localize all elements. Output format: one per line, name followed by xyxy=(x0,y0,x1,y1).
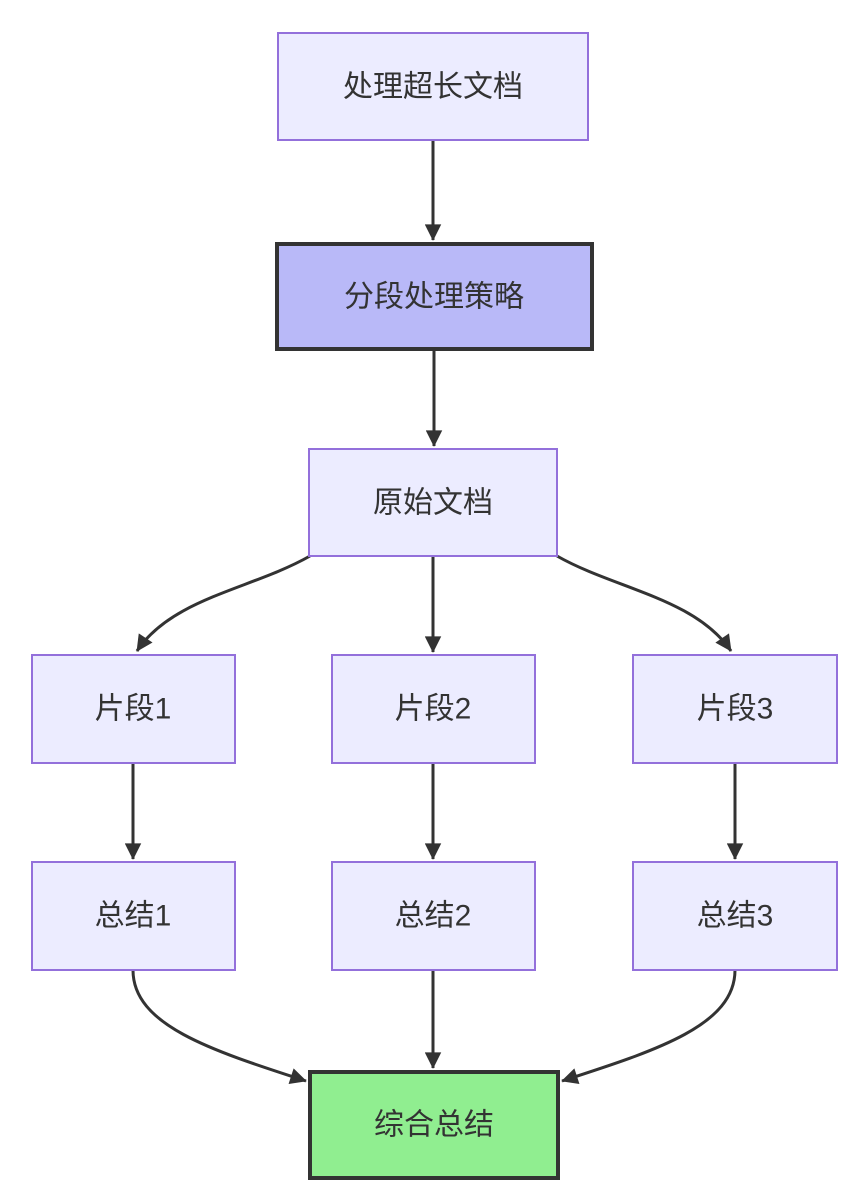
edge-original-to-fragment3 xyxy=(556,554,733,652)
node-summary-3-box xyxy=(632,861,838,971)
node-fragment-2-box xyxy=(331,654,536,764)
node-summary-1: 总结1 xyxy=(31,861,236,971)
node-fragment-3: 片段3 xyxy=(632,654,838,764)
node-combined-summary: 综合总结 xyxy=(308,1070,560,1180)
node-summary-2: 总结2 xyxy=(331,861,536,971)
node-summary-3-label: 总结3 xyxy=(697,900,774,933)
node-segmentation-strategy: 分段处理策略 xyxy=(275,242,594,351)
edge-layer xyxy=(124,140,744,1085)
node-fragment-2: 片段2 xyxy=(331,654,536,764)
node-fragment-1-label: 片段1 xyxy=(95,693,172,726)
node-summary-1-box xyxy=(31,861,236,971)
edge-original-to-fragment1 xyxy=(135,554,311,652)
node-combined-summary-label: 综合总结 xyxy=(374,1109,494,1142)
node-segmentation-strategy-label: 分段处理策略 xyxy=(344,281,524,314)
edge-summary1-to-final xyxy=(131,969,307,1085)
node-original-document-box xyxy=(308,448,558,557)
node-fragment-2-label: 片段2 xyxy=(395,693,472,726)
node-process-long-document-box xyxy=(277,32,589,141)
node-fragment-3-label: 片段3 xyxy=(697,693,774,726)
node-summary-2-label: 总结2 xyxy=(395,900,472,933)
node-fragment-1-box xyxy=(31,654,236,764)
node-segmentation-strategy-box xyxy=(275,242,594,351)
node-fragment-3-box xyxy=(632,654,838,764)
node-layer: 处理超长文档 分段处理策略 原始文档 片段1 片段2 片段3 总结1 xyxy=(31,32,838,1180)
node-process-long-document: 处理超长文档 xyxy=(277,32,589,141)
node-original-document: 原始文档 xyxy=(308,448,558,557)
node-summary-1-label: 总结1 xyxy=(95,900,172,933)
node-combined-summary-box xyxy=(308,1070,560,1180)
node-original-document-label: 原始文档 xyxy=(373,487,493,520)
edge-summary3-to-final xyxy=(561,969,737,1085)
node-process-long-document-label: 处理超长文档 xyxy=(343,71,523,104)
node-summary-2-box xyxy=(331,861,536,971)
node-fragment-1: 片段1 xyxy=(31,654,236,764)
node-summary-3: 总结3 xyxy=(632,861,838,971)
